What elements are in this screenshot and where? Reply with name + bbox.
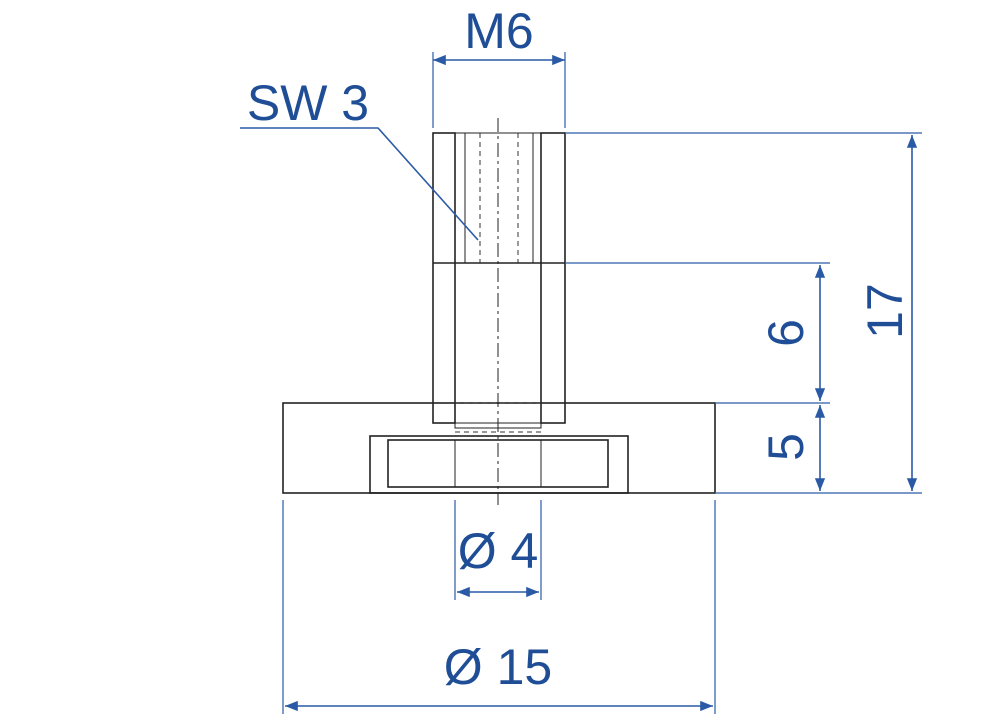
base-diameter-label: Ø 15 bbox=[444, 639, 552, 695]
stem-right-wall bbox=[540, 132, 566, 424]
thread-right bbox=[532, 132, 542, 264]
wrench-size-label: SW 3 bbox=[247, 75, 369, 131]
upper-height-label: 6 bbox=[758, 319, 814, 347]
extension-lines bbox=[282, 52, 922, 714]
base-height-label: 5 bbox=[758, 433, 814, 461]
stem-left-wall bbox=[432, 132, 456, 424]
dimension-labels: M6 SW 3 17 6 5 Ø 4 Ø 15 bbox=[247, 3, 913, 695]
part-section bbox=[282, 118, 716, 505]
total-height-label: 17 bbox=[857, 283, 913, 339]
thread-bore bbox=[464, 132, 534, 264]
base-plate bbox=[282, 402, 716, 494]
thread-left bbox=[454, 132, 466, 264]
thread-label: M6 bbox=[464, 3, 533, 59]
bore-diameter-label: Ø 4 bbox=[458, 523, 539, 579]
base-recess bbox=[369, 435, 629, 494]
dimension-lines bbox=[240, 54, 918, 712]
